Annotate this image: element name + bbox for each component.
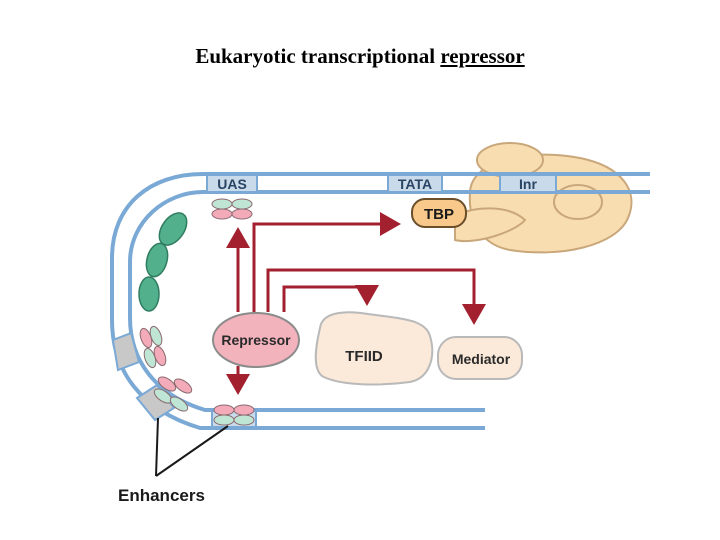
- enhancer-bound-proteins-upper: [139, 325, 167, 369]
- enhancers-label: Enhancers: [118, 486, 205, 505]
- tbp-protein: TBP: [411, 198, 467, 228]
- diagram-title: Eukaryotic transcriptional repressor: [0, 44, 720, 69]
- lower-bound-proteins: [213, 404, 255, 426]
- arrow-to-tfiid: [282, 285, 379, 312]
- mediator-label: Mediator: [452, 351, 511, 367]
- uas-box: UAS: [206, 174, 258, 193]
- inr-label: Inr: [519, 176, 537, 192]
- enhancer-bound-proteins-lower: [153, 376, 193, 412]
- rna-polymerase-complex: [454, 142, 633, 254]
- enhancer-box-upper: [111, 331, 141, 372]
- tata-box: TATA: [387, 174, 443, 193]
- title-prefix: Eukaryotic transcriptional: [195, 44, 436, 68]
- uas-label: UAS: [217, 176, 247, 192]
- repressor-arrows: [226, 212, 486, 395]
- tfiid-label: TFIID: [345, 348, 383, 365]
- repressor-protein: Repressor: [212, 312, 300, 368]
- tbp-label: TBP: [424, 206, 454, 223]
- green-proteins: [138, 212, 188, 312]
- mediator-complex: Mediator: [437, 336, 523, 380]
- arrow-to-tbp: [252, 212, 401, 312]
- tfiid-complex: TFIID: [314, 311, 434, 386]
- inr-box: Inr: [499, 174, 557, 193]
- repressor-label: Repressor: [221, 332, 291, 348]
- title-emphasis: repressor: [440, 44, 525, 68]
- tata-label: TATA: [398, 176, 432, 192]
- enhancer-pointers: [155, 417, 229, 477]
- enhancer-box-lower: [135, 383, 176, 422]
- arrow-to-mediator: [266, 268, 486, 325]
- uas-bound-proteins: [211, 198, 253, 220]
